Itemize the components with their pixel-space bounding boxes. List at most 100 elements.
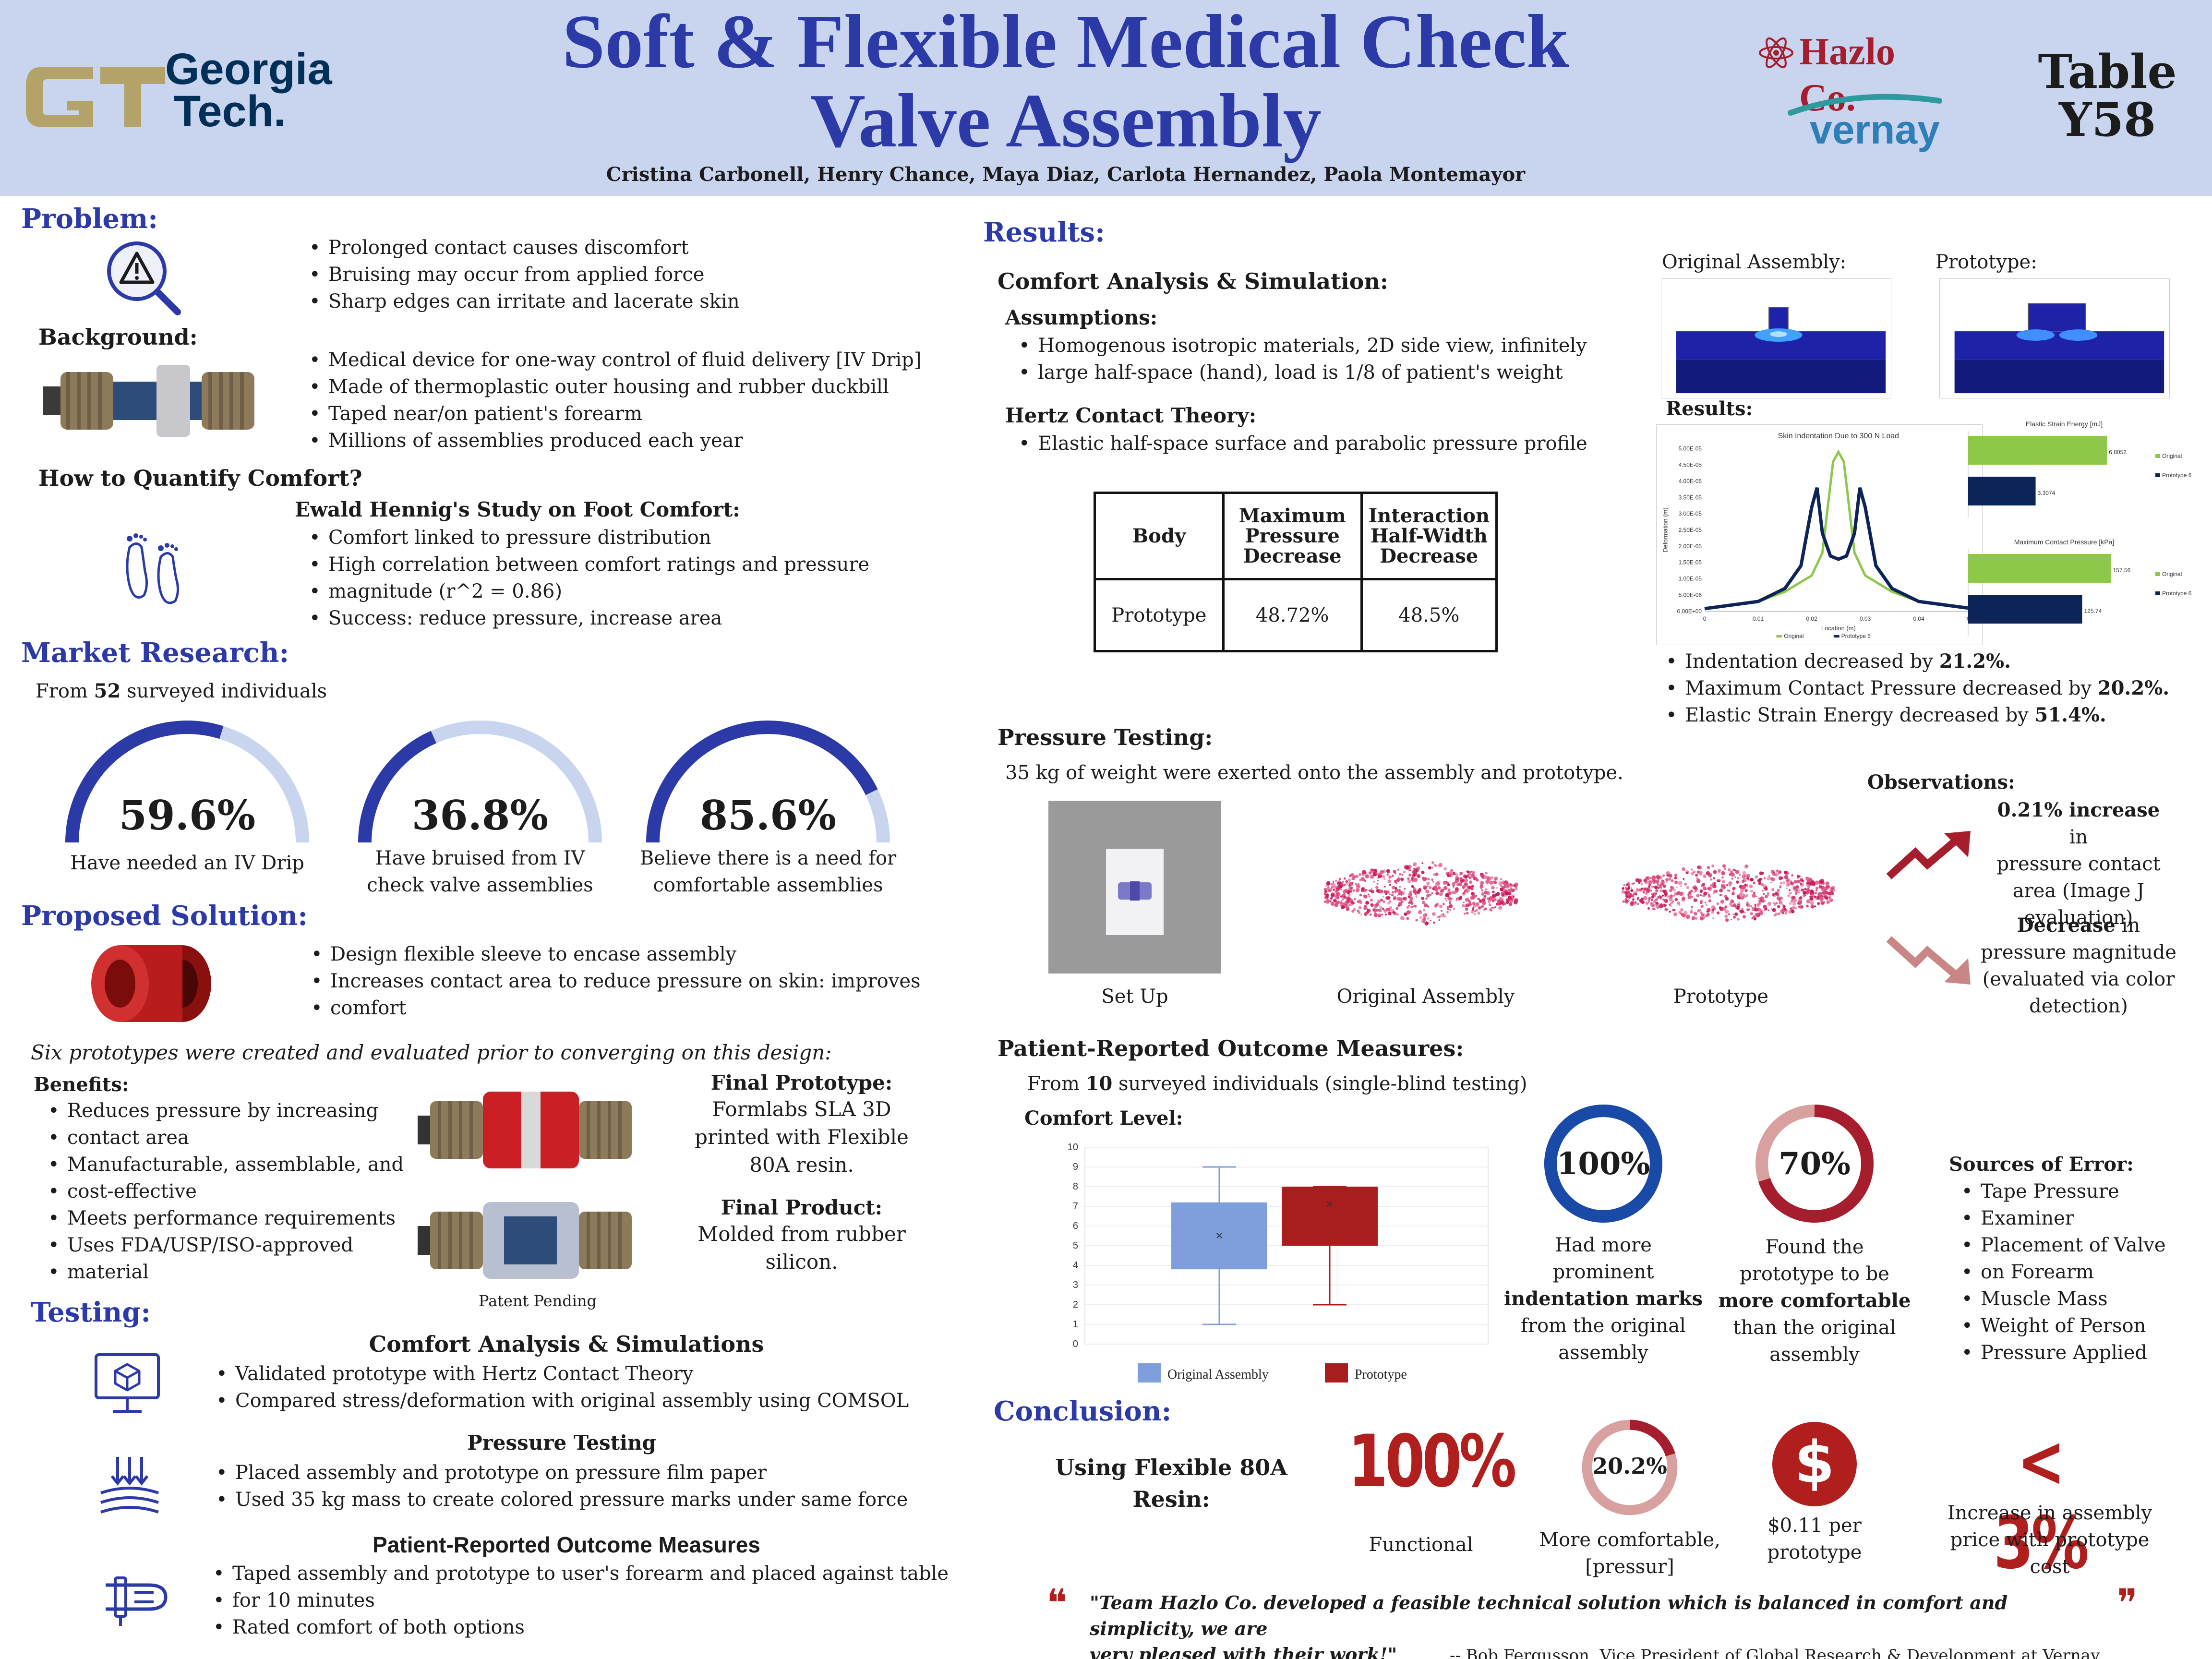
pressure-speckle [1791,910,1795,914]
poster-title: Soft & Flexible Medical Check Valve Asse… [432,2,1699,160]
bar-value-label: 6.8052 [2109,449,2127,456]
pressure-speckle [1687,894,1689,896]
pressure-speckle [1635,888,1639,892]
pressure-speckle [1359,901,1363,904]
pressure-speckle [1467,891,1469,893]
pressure-speckle [1801,888,1804,892]
quantify-item: Success: reduce pressure, increase area [307,605,869,632]
pressure-speckle [1805,877,1808,879]
pressure-speckle [1507,884,1511,888]
pressure-speckle [1435,872,1439,876]
pressure-speckle [1342,899,1344,901]
pressure-speckle [1684,882,1687,886]
pressure-speckle [1408,904,1410,907]
pressure-speckle [1455,876,1460,881]
pressure-speckle [1409,869,1411,872]
pressure-speckle [1820,900,1823,903]
final-product-heading: Final Product: [721,1196,883,1219]
pressure-speckle [1790,882,1794,886]
pressure-speckle [1441,890,1444,893]
pressure-speckle [1798,899,1803,904]
pressure-speckle [1436,880,1441,885]
problem-list: Prolonged contact causes discomfort Brui… [307,234,740,315]
pressure-speckle [1703,874,1707,878]
pressure-speckle [1755,913,1759,917]
pressure-speckle [1686,886,1690,890]
pressure-speckle [1407,879,1411,884]
pressure-speckle [1686,872,1688,874]
pressure-speckle [1627,896,1629,899]
pressure-speckle [1422,909,1426,912]
pressure-speckle [1800,878,1803,882]
pressure-speckle [1443,914,1446,918]
pressure-speckle [1337,897,1339,900]
pressure-speckle [1465,907,1468,911]
pressure-speckle [1740,909,1744,914]
pressure-speckle [1383,885,1386,888]
pressure-speckle [1724,909,1729,914]
setup-photo [1048,801,1221,974]
prototypes-note: Six prototypes were created and evaluate… [31,1041,832,1064]
prototype-film-label: Prototype [1673,986,1769,1008]
testing-item: Rated comfort of both options [211,1614,949,1641]
pressure-speckle [1742,881,1744,883]
pressure-speckle [1784,908,1787,911]
pressure-speckle [1493,906,1495,909]
pressure-speckle [1651,898,1653,901]
pressure-speckle [1382,875,1385,878]
pressure-speckle [1453,908,1455,911]
solution-item-cont: comfort [309,995,921,1022]
pressure-speckle [1342,893,1346,898]
pressure-speckle [1352,889,1355,892]
pressure-speckle [1358,906,1362,910]
pressure-speckle [1821,902,1824,905]
pressure-speckle [1464,890,1467,893]
pressure-speckle [1772,873,1775,876]
pressure-speckle [1508,902,1513,906]
pressure-speckle [1470,870,1472,873]
contact-pressure-chart: Maximum Contact Pressure [kPa]157.56Orig… [1968,538,2192,636]
pressure-speckle [1731,901,1733,904]
pressure-speckle [1495,893,1499,897]
pressure-speckle [1478,906,1481,909]
pressure-speckle [1691,906,1694,909]
prototype-sim-label: Prototype: [1936,251,2037,273]
pressure-speckle [1770,877,1773,880]
pressure-speckle [1748,878,1750,881]
pressure-speckle [1342,881,1344,883]
footprints-icon [126,533,179,604]
pressure-speckle [1447,883,1450,886]
pressure-speckle [1411,877,1413,879]
legend-swatch [1833,635,1839,638]
pressure-speckle [1648,880,1653,885]
pressure-speckle [1650,902,1653,904]
logo-text-georgia: Georgia [165,45,332,94]
pressure-speckle [1355,883,1358,886]
pressure-speckle [1716,902,1719,905]
pressure-speckle [1708,887,1712,891]
pressure-speckle [1379,906,1382,909]
pressure-speckle [1664,892,1668,896]
pressure-speckle [1461,904,1465,908]
original-assembly-label: Original Assembly: [1662,251,1847,273]
pressure-speckle [1749,884,1753,889]
pressure-speckle [1491,890,1495,894]
pressure-speckle [1671,879,1674,883]
solution-list: Design flexible sleeve to encase assembl… [309,941,921,1022]
table-header: Body [1094,492,1225,580]
pressure-speckle [1340,906,1343,908]
pressure-speckle [1651,875,1656,880]
pressure-speckle [1724,867,1727,870]
pressure-speckle [1687,892,1692,897]
pressure-speckle [1501,893,1505,897]
y-tick-label: 3.00E-05 [1679,510,1702,517]
pressure-speckle [1679,904,1681,906]
pressure-speckle [1368,871,1372,875]
pressure-speckle [1682,867,1686,871]
pressure-speckle [1693,912,1697,916]
pressure-speckle [1691,916,1695,920]
pressure-speckle [1789,902,1791,905]
trend-down-icon [1887,936,1971,985]
pressure-speckle [1510,888,1514,892]
pressure-speckle [1393,869,1396,872]
